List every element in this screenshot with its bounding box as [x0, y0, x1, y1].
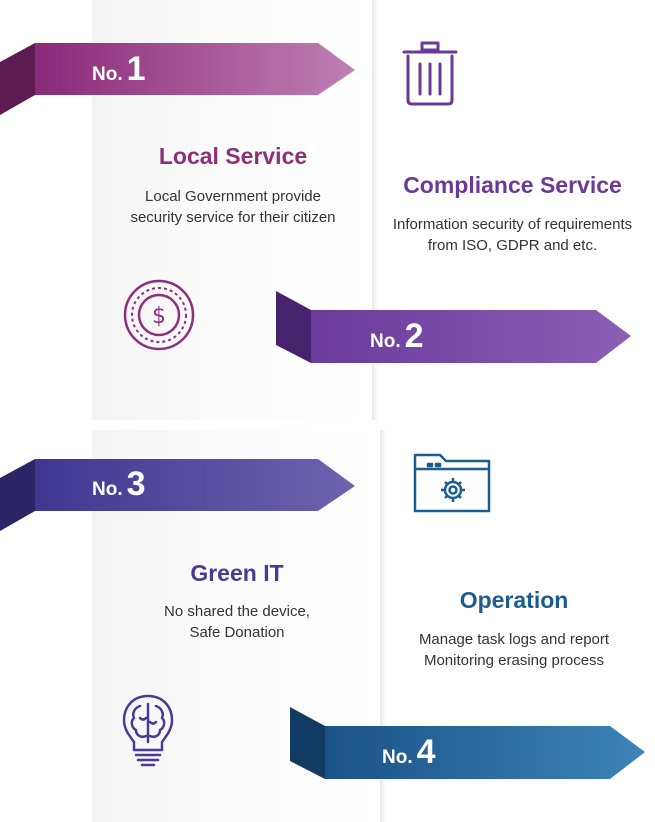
badge-no-label: No.: [382, 747, 413, 768]
badge-number: 1: [126, 50, 146, 88]
desc-compliance-service: Information security of requirements fro…: [392, 216, 633, 254]
folder-gear-icon: [413, 453, 491, 513]
badge-number: 4: [416, 733, 436, 771]
panel-operation: [380, 430, 386, 822]
ribbon-4: [290, 707, 645, 779]
badge-3: No. 3: [92, 465, 146, 504]
trash-bin-icon: [402, 41, 458, 106]
desc-green-it: No shared the device, Safe Donation: [164, 603, 310, 641]
desc-local-service: Local Government provide security servic…: [130, 188, 336, 226]
badge-no-label: No.: [92, 64, 123, 85]
badge-2: No. 2: [370, 317, 424, 356]
badge-no-label: No.: [370, 331, 401, 352]
ribbon-3: [0, 459, 355, 531]
panel-compliance-service: [372, 0, 378, 420]
title-green-it: Green IT: [190, 560, 284, 586]
dollar-coin-icon: $: [123, 279, 195, 351]
title-local-service: Local Service: [158, 143, 308, 169]
svg-text:$: $: [152, 304, 166, 329]
badge-4: No. 4: [382, 733, 436, 772]
brain-bulb-icon: [122, 694, 174, 767]
title-operation: Operation: [459, 587, 569, 613]
ribbon-1: [0, 43, 355, 115]
badge-1: No. 1: [92, 50, 146, 89]
ribbon-2: [276, 291, 631, 363]
badge-number: 3: [126, 465, 146, 503]
badge-number: 2: [404, 317, 424, 355]
title-compliance-service: Compliance Service: [403, 172, 622, 198]
badge-no-label: No.: [92, 479, 123, 500]
desc-operation: Manage task logs and report Monitoring e…: [418, 631, 610, 669]
